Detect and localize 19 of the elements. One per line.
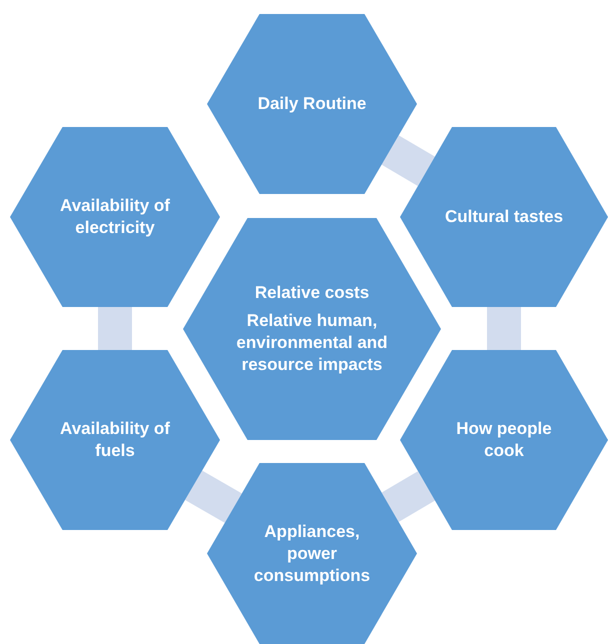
hexagon <box>183 218 441 440</box>
hexagon-label: Appliances, power consumptions <box>252 520 372 586</box>
hexagon <box>207 14 417 194</box>
hexagon-label: How people cook <box>455 418 553 462</box>
connector-band <box>98 307 132 350</box>
hexagon-label: Relative human, environmental and resource impacts <box>235 310 389 376</box>
connector-band <box>382 471 436 522</box>
connector-band <box>382 135 435 186</box>
hexagon <box>10 127 220 307</box>
hexagon-label: Cultural tastes <box>444 206 564 228</box>
hexagon <box>400 127 608 307</box>
hexagon-label: Daily Routine <box>258 93 366 115</box>
hexagon <box>400 350 608 530</box>
hexagon <box>207 463 417 644</box>
hexagon-label: Relative costs <box>254 282 370 304</box>
hexagon <box>10 350 220 530</box>
connector-band <box>185 470 242 523</box>
hexagon-label: Availability of fuels <box>59 418 171 462</box>
hexagon-label: Availability of electricity <box>59 195 171 239</box>
